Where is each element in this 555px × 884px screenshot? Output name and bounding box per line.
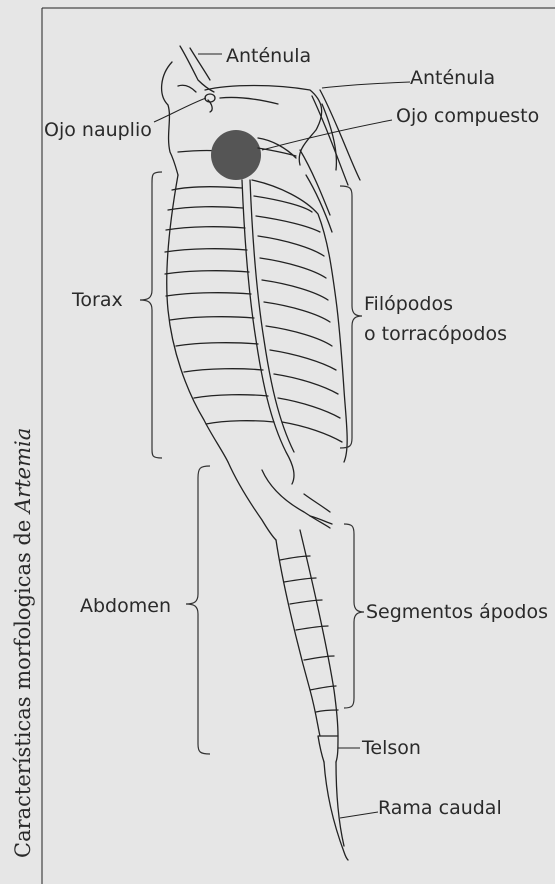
leader-lines — [154, 54, 410, 818]
label-ojo-nauplio: Ojo nauplio — [44, 119, 152, 141]
label-filopodos-2: o torracópodos — [364, 323, 507, 345]
artemia-body — [162, 46, 360, 860]
label-antenula-top: Anténula — [226, 45, 311, 67]
label-filopodos-1: Filópodos — [364, 293, 453, 315]
caption-prefix: Características morfologicas de — [11, 513, 35, 858]
label-antenula-right: Anténula — [410, 67, 495, 89]
label-segmentos-apodos: Segmentos ápodos — [366, 601, 548, 623]
label-ojo-compuesto: Ojo compuesto — [396, 105, 539, 127]
figure-caption: Características morfologicas de Artemia — [11, 428, 35, 858]
label-torax: Torax — [71, 289, 123, 311]
label-telson: Telson — [361, 737, 421, 759]
label-abdomen: Abdomen — [80, 595, 171, 617]
label-rama-caudal: Rama caudal — [378, 797, 502, 819]
caption-species: Artemia — [11, 428, 35, 515]
compound-eye-icon — [211, 130, 261, 180]
